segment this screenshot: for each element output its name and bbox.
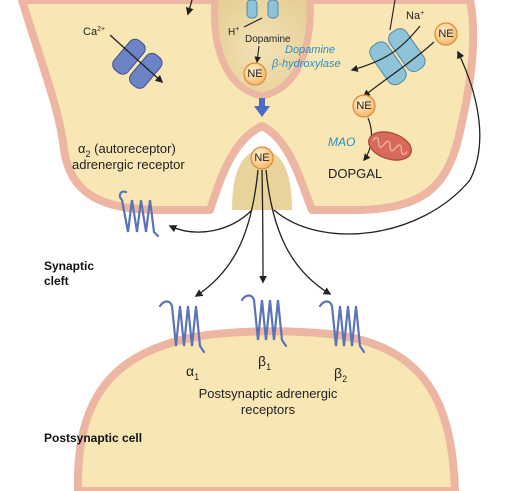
ne-reuptake-arrow xyxy=(362,41,435,97)
release-to-beta2 xyxy=(265,169,332,295)
svg-text:NE: NE xyxy=(254,152,269,164)
na-line xyxy=(389,0,396,31)
alpha1-label: α1 xyxy=(186,363,199,382)
svg-text:NE: NE xyxy=(438,28,453,40)
synaptic-cleft-line1: Synaptic xyxy=(44,259,94,273)
alpha2-receptor xyxy=(118,190,160,238)
norepinephrine-transporter xyxy=(369,28,426,86)
alpha2-label-line1: α2 (autoreceptor) xyxy=(78,141,176,159)
calcium-channel xyxy=(112,38,163,89)
synaptic-cleft-line2: cleft xyxy=(44,274,69,288)
postsynaptic-cell-label: Postsynaptic cell xyxy=(44,431,142,445)
beta2-receptor xyxy=(318,300,366,354)
beta1-label: β1 xyxy=(258,353,271,372)
dopgal-label: DOPGAL xyxy=(328,166,382,181)
alpha1-receptor xyxy=(158,300,206,354)
reuptake-path xyxy=(273,50,481,235)
svg-text:NE: NE xyxy=(247,68,262,80)
na-influx-arrow xyxy=(350,25,421,72)
alpha2-label-line2: adrenergic receptor xyxy=(72,157,185,172)
top-arrow xyxy=(185,0,194,16)
ne-molecule-vesicle: NE xyxy=(243,62,267,86)
enzyme-label-line1: Dopamine xyxy=(285,44,335,56)
release-to-alpha1 xyxy=(194,169,259,297)
enzyme-label-line2: β-hydroxylase xyxy=(271,58,341,70)
sodium-label: Na+ xyxy=(406,10,424,22)
vesicle-transporter xyxy=(246,0,279,19)
dopamine-label: Dopamine xyxy=(245,34,291,45)
mao-label: MAO xyxy=(328,135,355,149)
h-arrow xyxy=(243,17,263,28)
calcium-label: Ca2+ xyxy=(83,26,105,38)
postsynaptic-cell xyxy=(73,327,460,491)
ne-molecule-extracellular: NE xyxy=(434,22,458,46)
ne-molecule-cleft: NE xyxy=(250,146,274,170)
mitochondrion xyxy=(368,131,412,161)
ne-molecule-cytoplasm: NE xyxy=(352,94,376,118)
h-label: H+ xyxy=(228,26,239,38)
dopamine-to-ne-arrow xyxy=(254,45,261,64)
svg-text:NE: NE xyxy=(356,100,371,112)
beta2-label: β2 xyxy=(334,365,347,384)
postsynaptic-receptors-line1: Postsynaptic adrenergic xyxy=(199,386,338,401)
synaptic-vesicle xyxy=(211,0,314,100)
beta1-receptor xyxy=(240,294,288,348)
calcium-influx-arrow xyxy=(109,34,164,84)
release-to-beta1 xyxy=(259,169,267,284)
release-arrow xyxy=(254,98,270,117)
alpha2-feedback-arrow xyxy=(168,209,253,233)
postsynaptic-receptors-line2: receptors xyxy=(241,402,296,417)
